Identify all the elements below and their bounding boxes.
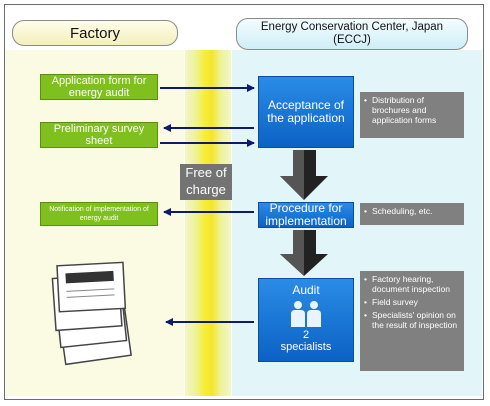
notification-box: Notification of implementation of energy… xyxy=(40,202,158,226)
note-item: •Factory hearing, document inspection xyxy=(364,274,450,294)
application-form-box: Application form for energy audit xyxy=(40,74,158,100)
report-documents-icon xyxy=(51,261,133,366)
eccj-header-abbrev: (ECCJ) xyxy=(333,34,371,46)
acceptance-notes: •Distribution of brochures and applicati… xyxy=(360,92,464,138)
two-people-icon xyxy=(291,301,321,327)
eccj-header-name: Energy Conservation Center, Japan xyxy=(260,21,444,33)
audit-step-box: Audit 2 specialists xyxy=(258,278,354,362)
free-of-charge-label: Free of charge xyxy=(180,164,232,200)
note-item: •Field survey xyxy=(364,297,418,307)
down-arrow-2 xyxy=(280,230,328,276)
audit-notes: •Factory hearing, document inspection •F… xyxy=(360,271,464,371)
specialists-label: 2 specialists xyxy=(280,329,332,353)
preliminary-survey-box: Preliminary survey sheet xyxy=(40,122,158,148)
down-arrow-1 xyxy=(280,150,328,200)
free-of-charge-band xyxy=(185,50,231,396)
note-item: •Distribution of brochures and applicati… xyxy=(364,95,437,125)
note-item: •Specialists' opinion on the result of i… xyxy=(364,310,458,330)
audit-step-label: Audit xyxy=(292,283,320,297)
eccj-header: Energy Conservation Center, Japan (ECCJ) xyxy=(236,18,468,50)
acceptance-step-box: Acceptance of the application xyxy=(258,76,354,148)
factory-header: Factory xyxy=(12,20,178,46)
note-item: •Scheduling, etc. xyxy=(364,206,433,216)
procedure-notes: •Scheduling, etc. xyxy=(360,203,464,225)
procedure-step-box: Procedure for implementation xyxy=(258,202,354,228)
